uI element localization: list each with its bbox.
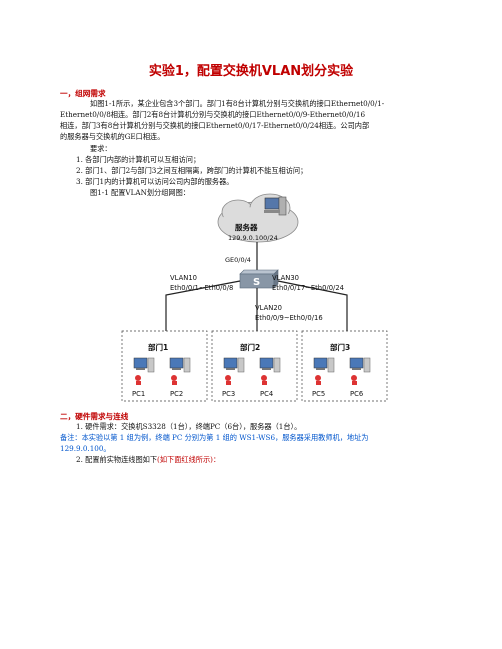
vlan10-name: VLAN10 xyxy=(170,274,197,282)
vlan20-name: VLAN20 xyxy=(255,304,282,312)
pc-icon xyxy=(349,357,371,385)
link-dept3 xyxy=(277,280,348,331)
note-line2: 129.9.0.100。 xyxy=(60,444,111,453)
section2-heading: 二，硬件需求与连线 xyxy=(60,412,129,421)
pc-icon xyxy=(169,357,191,385)
pc-icon xyxy=(259,357,281,385)
section1-heading: 一，组网需求 xyxy=(60,89,106,98)
pc6-label: PC6 xyxy=(350,390,363,398)
svg-text:S: S xyxy=(253,277,260,288)
hardware-requirement-2-text: 2. 配置前实物连线图如下 xyxy=(76,455,158,464)
pc2-label: PC2 xyxy=(170,390,183,398)
requirements-label: 要求： xyxy=(90,144,112,153)
pc1-label: PC1 xyxy=(132,390,145,398)
hardware-requirement-2-red-note: (如下面红线所示)： xyxy=(157,455,221,464)
server-label: 服务器 xyxy=(235,222,258,232)
pc-icon xyxy=(133,357,155,385)
requirement-3: 3. 部门1内的计算机可以访问公司内部的服务器。 xyxy=(76,177,234,186)
dept3-label: 部门3 xyxy=(330,342,350,352)
server-ip: 129.9.0.100/24 xyxy=(228,234,278,242)
section1-intro-line3: 相连，部门3有8台计算机分别与交换机的接口Ethernet0/0/17-Ethe… xyxy=(60,121,370,130)
section1-intro-line2: Ethernet0/0/8相连。部门2有8台计算机分别与交换机的接口Ethern… xyxy=(60,110,366,119)
note-line1: 备注：本实验以第 1 组为例，终端 PC 分别为第 1 组的 WS1-WS6，服… xyxy=(60,433,369,442)
pc3-label: PC3 xyxy=(222,390,235,398)
hardware-requirement-2: 2. 配置前实物连线图如下(如下面红线所示)： xyxy=(76,455,220,466)
hardware-requirement-1: 1. 硬件需求：交换机S3328（1台），终端PC（6台），服务器（1台）。 xyxy=(76,422,302,431)
page-title: 实验1，配置交换机VLAN划分实验 xyxy=(148,64,354,79)
pc5-label: PC5 xyxy=(312,390,325,398)
dept2-box xyxy=(211,330,298,402)
vlan30-name: VLAN30 xyxy=(272,274,299,282)
requirement-2: 2. 部门1、部门2与部门3之间互相隔离，跨部门的计算机不能互相访问； xyxy=(76,166,308,175)
pc-icon xyxy=(313,357,335,385)
vlan30-ports: Eth0/0/17~Eth0/0/24 xyxy=(272,284,344,292)
vlan20-ports: Eth0/0/9~Eth0/0/16 xyxy=(255,314,323,322)
dept2-label: 部门2 xyxy=(240,342,260,352)
pc-icon xyxy=(223,357,245,385)
pc4-label: PC4 xyxy=(260,390,273,398)
link-dept1 xyxy=(165,280,241,331)
figure-caption: 图1-1 配置VLAN划分组网图： xyxy=(90,188,190,197)
dept1-box xyxy=(121,330,208,402)
uplink-port-label: GE0/0/4 xyxy=(225,256,251,264)
section1-intro-line1: 如图1-1所示，某企业包含3个部门。部门1有8台计算机分别与交换机的接口Ethe… xyxy=(90,99,385,108)
dept1-label: 部门1 xyxy=(148,342,168,352)
section1-intro-line4: 的服务器与交换机的GE口相连。 xyxy=(60,132,165,141)
dept3-box xyxy=(301,330,388,402)
requirement-1: 1. 各部门内部的计算机可以互相访问； xyxy=(76,155,201,164)
server-icon xyxy=(264,196,287,216)
